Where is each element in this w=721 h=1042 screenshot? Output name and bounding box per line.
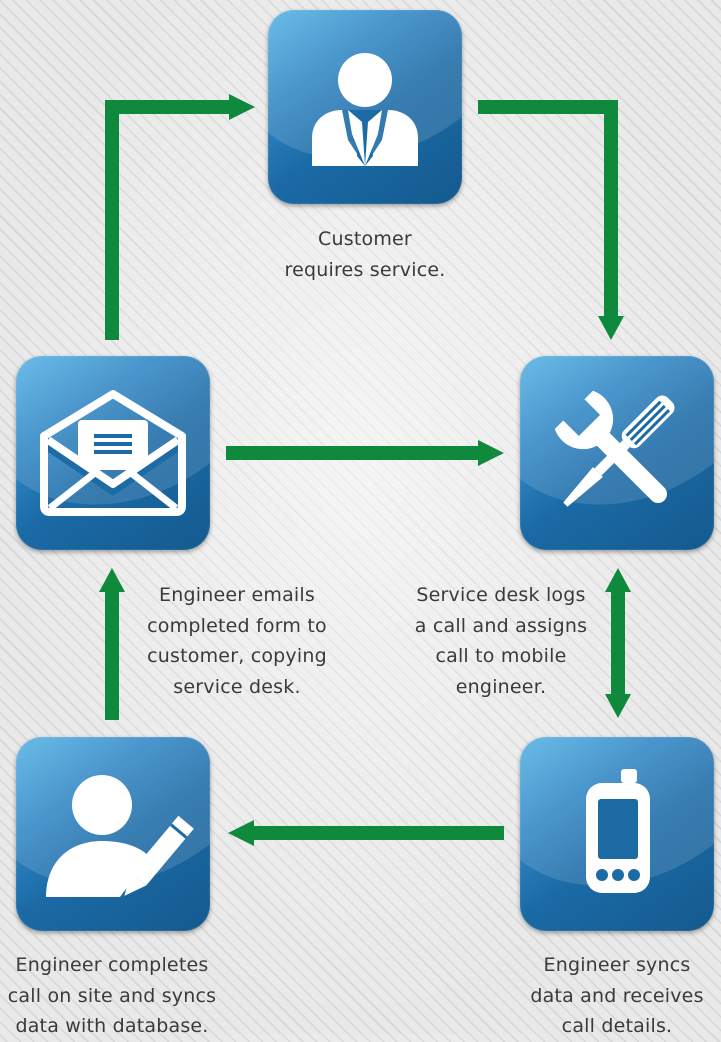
- caption-line: a call and assigns: [414, 614, 588, 637]
- service-desk-caption: Service desk logs a call and assigns cal…: [388, 580, 614, 702]
- service-desk-tile[interactable]: [520, 356, 714, 550]
- caption-line: customer, copying: [147, 645, 327, 667]
- mobile-phone-icon: [586, 769, 650, 893]
- caption-line: call details.: [561, 1015, 673, 1037]
- caption-line: Engineer syncs: [543, 954, 691, 976]
- caption-line: Service desk logs: [416, 584, 586, 606]
- caption-line: data with database.: [15, 1015, 209, 1037]
- caption-line: Customer: [318, 228, 412, 250]
- engineer-tile[interactable]: [16, 737, 210, 931]
- caption-line: data and receives: [530, 984, 704, 1007]
- caption-line: call to mobile: [435, 645, 567, 667]
- arrow-email-to-desk: [226, 440, 504, 466]
- caption-line: service desk.: [173, 675, 301, 698]
- mobile-caption: Engineer syncs data and receives call de…: [505, 950, 721, 1042]
- caption-line: completed form to: [147, 614, 327, 637]
- arrow-customer-to-desk: [478, 100, 624, 340]
- envelope-icon: [40, 390, 186, 516]
- engineer-edit-icon: [46, 775, 194, 897]
- engineer-caption: Engineer completes call on site and sync…: [0, 950, 224, 1042]
- caption-line: engineer.: [455, 675, 547, 698]
- mobile-phone-tile[interactable]: [520, 737, 714, 931]
- tools-icon: [554, 390, 675, 507]
- arrow-email-to-customer: [105, 94, 255, 340]
- arrow-mobile-to-engineer: [228, 820, 504, 846]
- email-caption: Engineer emails completed form to custom…: [118, 580, 356, 702]
- customer-tile[interactable]: [268, 10, 462, 204]
- customer-icon: [312, 53, 418, 166]
- customer-caption: Customer requires service.: [240, 224, 490, 285]
- email-tile[interactable]: [16, 356, 210, 550]
- caption-line: Engineer emails: [159, 584, 315, 606]
- caption-line: call on site and syncs: [7, 984, 217, 1007]
- caption-line: requires service.: [284, 258, 446, 281]
- caption-line: Engineer completes: [15, 954, 209, 976]
